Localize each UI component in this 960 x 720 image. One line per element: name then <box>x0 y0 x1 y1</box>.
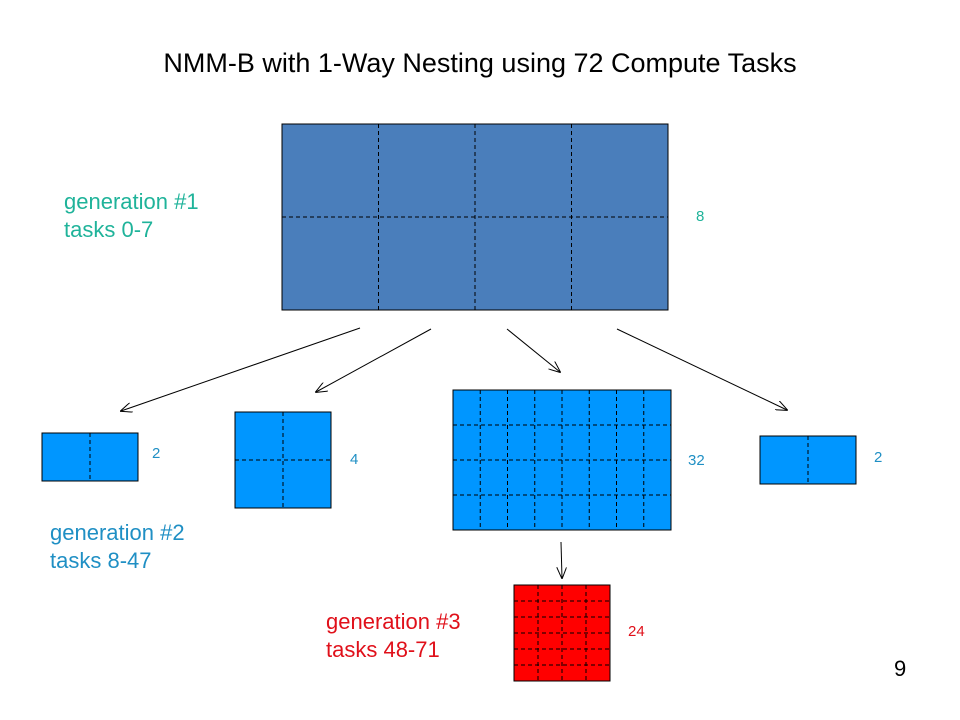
generation-1-tasks: tasks 0-7 <box>64 217 154 242</box>
task-count-parent: 8 <box>696 208 705 225</box>
arrow-to-nest-a <box>121 327 361 411</box>
arrow-to-nest-c1 <box>561 541 562 578</box>
generation-2-label: generation #2 <box>50 520 185 545</box>
generation-2-label-group: generation #2 tasks 8-47 <box>50 519 185 575</box>
domain-nest-c1 <box>513 584 611 682</box>
generation-3-label-group: generation #3 tasks 48-71 <box>326 608 461 664</box>
arrow-to-nest-b <box>316 328 432 392</box>
task-count-nest-b: 4 <box>350 451 359 468</box>
slide-title: NMM-B with 1-Way Nesting using 72 Comput… <box>163 48 797 78</box>
arrow-to-nest-d <box>616 328 787 410</box>
task-count-nest-d: 2 <box>874 449 883 466</box>
domain-nest-d <box>759 435 857 485</box>
generation-1-label-group: generation #1 tasks 0-7 <box>64 188 199 244</box>
domain-nest-a <box>41 432 139 482</box>
generation-1-label: generation #1 <box>64 189 199 214</box>
arrow-to-nest-c <box>506 328 560 372</box>
generation-3-tasks: tasks 48-71 <box>326 637 440 662</box>
domain-nest-c <box>452 389 672 531</box>
generation-2-tasks: tasks 8-47 <box>50 548 152 573</box>
page-number: 9 <box>894 656 907 681</box>
task-count-nest-a: 2 <box>152 445 161 462</box>
task-count-nest-c1: 24 <box>628 623 645 640</box>
domain-parent <box>281 123 669 311</box>
generation-3-label: generation #3 <box>326 609 461 634</box>
task-count-nest-c: 32 <box>688 452 705 469</box>
domain-nest-b <box>234 411 332 509</box>
